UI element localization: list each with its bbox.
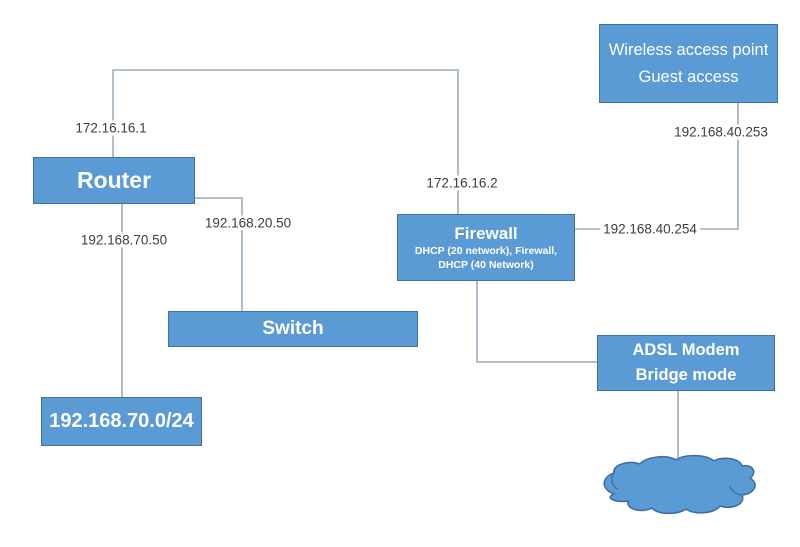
firewall-title: Firewall: [454, 223, 518, 243]
ip-label-firewall-wan: 172.16.16.2: [423, 175, 501, 191]
firewall-subtitle-line2: DHCP (40 Network): [438, 259, 534, 272]
adsl-label-line1: ADSL Modem: [632, 341, 740, 360]
firewall-subtitle-line1: DHCP (20 network), Firewall,: [414, 244, 558, 257]
firewall-node: Firewall DHCP (20 network), Firewall, DH…: [397, 214, 575, 281]
connector-router-firewall: [112, 69, 459, 214]
connector-firewall-wap: [575, 103, 739, 230]
adsl-modem-node: ADSL Modem Bridge mode: [597, 335, 775, 391]
network-70-node: 192.168.70.0/24: [41, 397, 202, 446]
ip-label-wap-interface: 192.168.40.253: [671, 124, 771, 140]
network-70-label: 192.168.70.0/24: [49, 410, 194, 432]
switch-node: Switch: [168, 311, 418, 347]
adsl-label-line2: Bridge mode: [635, 366, 737, 384]
connector-firewall-adsl: [476, 281, 597, 363]
ip-label-router-to-net70: 192.168.70.50: [77, 232, 171, 248]
router-label: Router: [76, 167, 152, 193]
router-node: Router: [33, 157, 195, 204]
switch-label: Switch: [262, 318, 324, 339]
ip-label-router-to-switch: 192.168.20.50: [201, 215, 295, 231]
wap-label-line2: Guest access: [638, 67, 739, 86]
wap-label-line1: Wireless access point: [608, 41, 769, 60]
connector-router-switch: [195, 197, 243, 311]
ip-label-router-wan: 172.16.16.1: [72, 120, 150, 136]
internet-cloud-icon: [603, 454, 756, 515]
ip-label-firewall-40-interface: 192.168.40.254: [600, 221, 700, 237]
wireless-access-point-node: Wireless access point Guest access: [599, 24, 778, 103]
